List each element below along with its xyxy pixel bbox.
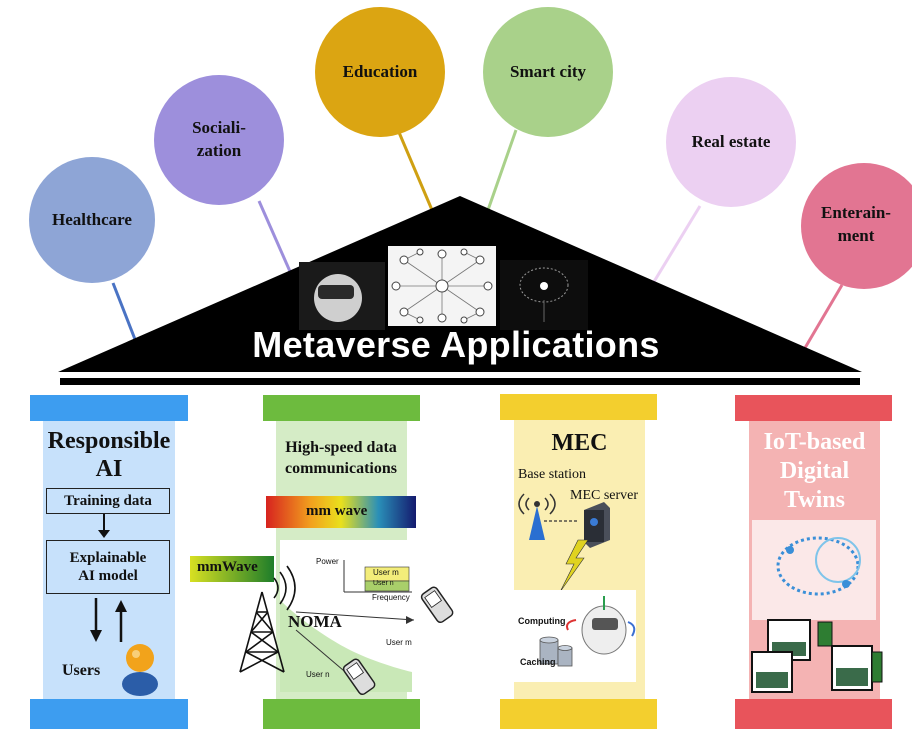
terrain-shape: [280, 600, 412, 692]
mm-wave-spectrum: [266, 496, 416, 528]
mec-server-icon: [584, 502, 610, 548]
real-estate-circle: [666, 77, 796, 207]
socialization-connector: [257, 200, 294, 277]
twin-loop-figure: [776, 536, 861, 596]
education-circle: [315, 7, 445, 137]
digital-twins-base: [735, 699, 892, 729]
user-n-device-label: User n: [306, 670, 330, 679]
high-speed-cap: [263, 395, 420, 421]
high-speed-base: [263, 699, 420, 729]
entertainment-label: Enterain-ment: [821, 203, 891, 245]
responsible-ai-base: [30, 699, 188, 729]
storage-cylinders-icon: [539, 636, 573, 667]
base-station-label: Base station: [518, 467, 587, 482]
smart-city-label: Smart city: [509, 61, 586, 81]
mec-base: [500, 699, 657, 729]
smart-city-circle: [483, 7, 613, 137]
education-connector: [396, 129, 434, 211]
explainable-ai-box: Explainable AI model: [46, 540, 170, 594]
smart-city-connector: [486, 129, 518, 211]
healthcare-connector: [111, 282, 140, 348]
mec-title: MEC: [551, 430, 608, 456]
real-estate-label: Real estate: [691, 131, 771, 151]
real-estate-connector: [650, 205, 702, 286]
power-label: Power: [316, 557, 339, 566]
responsible-ai-cap: [30, 395, 188, 421]
user-m-block-label: User m: [373, 568, 399, 577]
cell-tower-icon: [239, 565, 296, 673]
responsible-ai-body: [43, 421, 175, 699]
base-station-icon: [518, 493, 556, 540]
brain-image: [500, 260, 588, 330]
computing-label: Computing: [518, 616, 566, 626]
healthcare-label: Healthcare: [52, 209, 132, 229]
user-avatar-icon: [122, 644, 158, 696]
user-m-device-label: User m: [386, 638, 412, 647]
mm-wave-label: mm wave: [306, 503, 368, 519]
phone-user-m-icon: [420, 586, 454, 624]
user-n-block: [364, 580, 410, 592]
users-label: Users: [62, 662, 101, 679]
mec-server-label: MEC server: [570, 488, 639, 503]
training-data-box: Training data: [46, 488, 170, 514]
high-speed-title: High-speed data communications: [285, 439, 397, 477]
mmwave-tag-label: mmWave: [197, 559, 258, 575]
vr-user-figure: [566, 596, 636, 655]
beam-user-m: [295, 611, 415, 621]
user-n-block-label: User n: [373, 580, 394, 587]
mmwave-tag: [190, 556, 274, 582]
responsible-ai-title: Responsible AI: [47, 428, 171, 482]
vr-headset-image: [299, 262, 385, 330]
frequency-label: Frequency: [372, 593, 410, 602]
wireless-bolt-icon: [559, 539, 589, 593]
entertainment-connector: [800, 284, 844, 354]
mec-cap: [500, 394, 657, 420]
caching-label: Caching: [520, 657, 556, 667]
healthcare-circle: [29, 157, 155, 283]
noma-label: NOMA: [288, 612, 342, 631]
beam-user-n: [295, 629, 351, 677]
metaverse-applications-title: Metaverse Applications: [252, 324, 660, 365]
digital-twins-cap: [735, 395, 892, 421]
iot-board-images: [751, 619, 883, 693]
socialization-circle: [154, 75, 284, 205]
socialization-label: Sociali-zation: [192, 118, 246, 160]
entertainment-circle: [801, 163, 912, 289]
education-label: Education: [342, 61, 418, 81]
digital-twins-title: IoT-based Digital Twins: [763, 429, 866, 513]
phone-user-n-icon: [342, 658, 376, 696]
roof-bar: [60, 378, 860, 385]
network-graph-image: [388, 246, 496, 326]
